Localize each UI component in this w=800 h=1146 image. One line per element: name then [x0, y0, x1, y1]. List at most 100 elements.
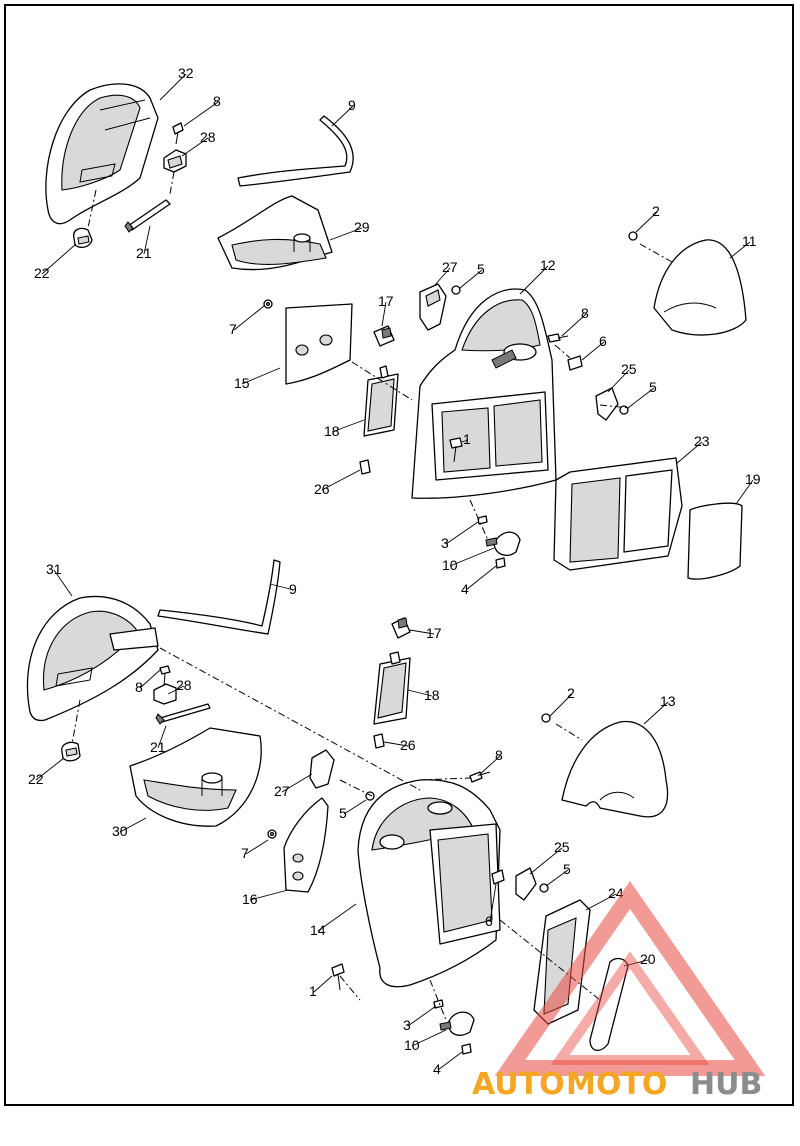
- part-10-cap-bottom: [439, 1011, 475, 1036]
- top-leader-4: [465, 565, 497, 591]
- part-17-hinge-bottom: [391, 617, 411, 639]
- top-leader-26: [321, 469, 361, 491]
- top-callout-6: 6: [599, 333, 607, 349]
- bottom-callout-20: 20: [640, 951, 656, 967]
- bottom-callout-8: 8: [135, 679, 143, 695]
- bottom-leader-3: [407, 1005, 437, 1027]
- part-21-strip-top: [124, 199, 171, 233]
- diagram-border: [4, 4, 794, 1106]
- part-19-lid-top: [687, 502, 743, 580]
- part-6-nut-bottom: [491, 869, 505, 885]
- part-8-screw-bottom-left: [159, 665, 171, 687]
- part-32-outer-shell: [45, 83, 159, 225]
- bottom-leader-4: [437, 1051, 463, 1071]
- bottom-leader-2: [549, 693, 573, 717]
- part-27-clip-bottom: [309, 749, 335, 789]
- top-callout-11: 11: [742, 233, 757, 249]
- part-28-latch-bottom: [153, 683, 177, 705]
- part-9-rod-bottom: [157, 559, 281, 635]
- bottom-callout-3: 3: [403, 1017, 411, 1033]
- top-leader-17: [381, 301, 387, 327]
- top-callout-4: 4: [461, 581, 469, 597]
- top-leader-1: [461, 439, 469, 443]
- watermark-logo: [494, 880, 766, 1076]
- bottom-leader-7: [245, 839, 269, 855]
- bottom-callout-9: 9: [289, 581, 297, 597]
- bottom-callout-27: 27: [274, 783, 290, 799]
- top-callout-32: 32: [178, 65, 194, 81]
- part-3-pin-top: [477, 515, 488, 525]
- bottom-leader-13: [643, 701, 669, 725]
- bottom-leader-31: [53, 569, 73, 597]
- bottom-callout-5: 5: [563, 861, 571, 877]
- part-5-washer-top-a: [451, 285, 461, 295]
- top-callout-1: 1: [463, 431, 471, 447]
- part-31-outer-shell: [26, 595, 159, 722]
- bottom-callout-30: 30: [112, 823, 128, 839]
- bottom-leader-24: [585, 893, 617, 911]
- bottom-callout-21: 21: [150, 739, 166, 755]
- top-callout-22: 22: [34, 265, 50, 281]
- bottom-leader-25: [529, 847, 563, 875]
- part-8-screw-top-left: [172, 122, 184, 145]
- watermark-auto-text: AUTO: [472, 1067, 565, 1102]
- part-7-fastener-bottom: [267, 829, 277, 839]
- top-leader-7: [233, 305, 265, 331]
- top-leader-10: [449, 547, 495, 567]
- bottom-callout-2: 2: [567, 685, 575, 701]
- bottom-leader-8: [477, 755, 501, 777]
- part-30-tray-bottom: [129, 727, 262, 827]
- top-callout-7: 7: [229, 321, 237, 337]
- part-8-screw-bottom-right: [469, 771, 491, 783]
- part-17-hinge-top: [373, 325, 395, 347]
- part-23-inner-frame-top: [553, 457, 683, 571]
- part-13-cover-bottom: [561, 720, 669, 818]
- bottom-leader-9: [269, 583, 295, 591]
- bottom-callout-18: 18: [424, 687, 440, 703]
- top-callout-12: 12: [540, 257, 556, 273]
- part-28-latch-top: [163, 149, 187, 173]
- top-callout-19: 19: [745, 471, 761, 487]
- part-20-lid-bottom: [589, 957, 629, 1051]
- bottom-callout-31: 31: [46, 561, 62, 577]
- top-leader-15: [241, 367, 281, 385]
- part-6-nut-top: [567, 355, 583, 371]
- top-callout-23: 23: [694, 433, 710, 449]
- top-leader-3: [445, 521, 479, 545]
- bottom-callout-8: 8: [495, 747, 503, 763]
- top-leader-29: [329, 227, 363, 241]
- bottom-callout-6: 6: [485, 913, 493, 929]
- part-11-cover-top: [653, 239, 747, 336]
- part-8-screw-top-right: [547, 333, 569, 343]
- part-18-panel-top: [363, 365, 399, 437]
- part-3-pin-bottom: [433, 999, 444, 1009]
- bottom-leader-30: [119, 817, 147, 833]
- top-leader-6: [581, 341, 605, 361]
- part-18-panel-bottom: [373, 651, 411, 725]
- part-1-bolt-bottom: [331, 963, 345, 991]
- bottom-callout-22: 22: [28, 771, 44, 787]
- top-leader-8: [183, 101, 219, 127]
- top-callout-9: 9: [348, 97, 356, 113]
- bottom-leader-18: [407, 689, 433, 697]
- top-leader-5: [459, 269, 483, 289]
- bottom-callout-17: 17: [426, 625, 442, 641]
- bottom-leader-10: [411, 1029, 447, 1047]
- top-callout-25: 25: [621, 361, 637, 377]
- top-leader-23: [675, 441, 703, 465]
- part-27-clip-top: [419, 283, 447, 331]
- part-4-plug-bottom: [461, 1043, 472, 1055]
- top-callout-18: 18: [324, 423, 340, 439]
- top-callout-15: 15: [234, 375, 250, 391]
- bottom-callout-10: 10: [404, 1037, 420, 1053]
- bottom-callout-16: 16: [242, 891, 258, 907]
- top-leader-25: [607, 369, 630, 393]
- watermark-hub-text: HUB: [690, 1067, 762, 1102]
- bottom-callout-4: 4: [433, 1061, 441, 1077]
- part-22-grommet-top: [73, 227, 93, 248]
- top-callout-10: 10: [442, 557, 458, 573]
- top-callout-27: 27: [442, 259, 458, 275]
- part-4-plug-top: [495, 557, 506, 569]
- top-callout-5: 5: [477, 261, 485, 277]
